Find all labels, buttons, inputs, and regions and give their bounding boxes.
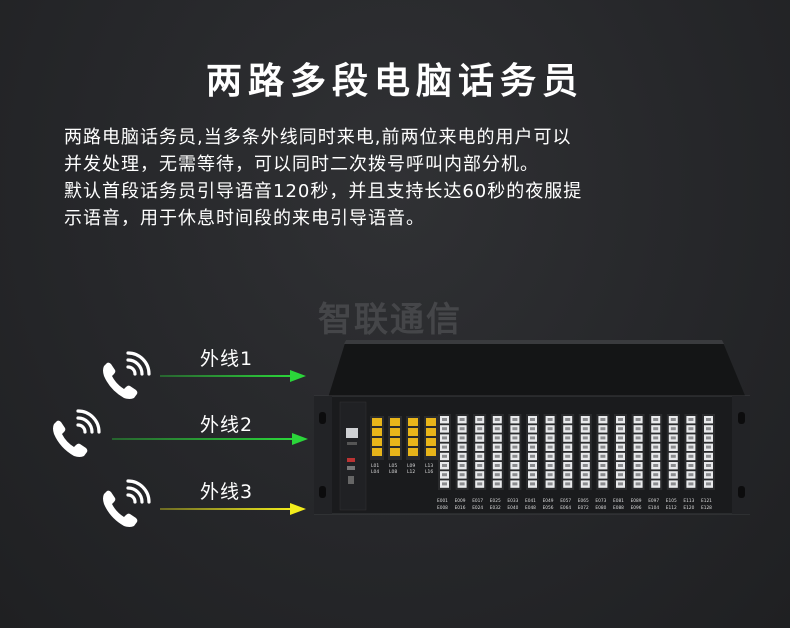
extension-label: E104 bbox=[648, 505, 659, 511]
trunk-port bbox=[426, 428, 436, 436]
trunk-label: L13 bbox=[425, 463, 433, 469]
trunk-port bbox=[372, 438, 382, 446]
arrow-line-1 bbox=[160, 370, 306, 382]
extension-label: E049 bbox=[543, 498, 554, 504]
trunk-port bbox=[390, 448, 400, 456]
arrow-line-3 bbox=[160, 503, 306, 515]
extension-label: E097 bbox=[648, 498, 659, 504]
extension-label: E089 bbox=[631, 498, 642, 504]
trunk-port bbox=[372, 418, 382, 426]
trunk-label: L05 bbox=[389, 463, 397, 469]
line-label-3: 外线3 bbox=[200, 481, 254, 503]
extension-label: E041 bbox=[525, 498, 536, 504]
extension-label: E088 bbox=[613, 505, 624, 511]
trunk-port bbox=[426, 448, 436, 456]
extension-label: E057 bbox=[560, 498, 571, 504]
description-line: 并发处理，无需等待，可以同时二次拨号呼叫内部分机。 bbox=[64, 154, 539, 175]
description: 两路电脑话务员,当多条外线同时来电,前两位来电的用户可以 并发处理，无需等待，可… bbox=[64, 124, 754, 232]
pbx-device: L01L04L05L08L09L12L13L16E001E008E009E016… bbox=[314, 340, 750, 515]
extension-label: E064 bbox=[560, 505, 571, 511]
extension-label: E113 bbox=[683, 498, 694, 504]
extension-label: E024 bbox=[472, 505, 483, 511]
extension-label: E105 bbox=[666, 498, 677, 504]
trunk-port bbox=[390, 428, 400, 436]
trunk-label: L04 bbox=[371, 469, 379, 475]
extension-label: E096 bbox=[631, 505, 642, 511]
watermark: 智联通信 bbox=[318, 300, 462, 340]
trunk-port bbox=[408, 418, 418, 426]
trunk-label: L12 bbox=[407, 469, 415, 475]
page-title: 两路多段电脑话务员 bbox=[205, 61, 584, 102]
description-line: 两路电脑话务员,当多条外线同时来电,前两位来电的用户可以 bbox=[64, 127, 572, 148]
phone-call-icon bbox=[53, 409, 101, 457]
line-label-1: 外线1 bbox=[200, 348, 254, 370]
extension-label: E017 bbox=[472, 498, 483, 504]
extension-label: E072 bbox=[578, 505, 589, 511]
phone-call-icon bbox=[103, 479, 151, 527]
trunk-label: L09 bbox=[407, 463, 415, 469]
extension-label: E033 bbox=[507, 498, 518, 504]
extension-label: E032 bbox=[490, 505, 501, 511]
trunk-port bbox=[372, 428, 382, 436]
trunk-port bbox=[372, 448, 382, 456]
extension-label: E048 bbox=[525, 505, 536, 511]
extension-label: E121 bbox=[701, 498, 712, 504]
description-line: 默认首段话务员引导语音120秒，并且支持长达60秒的夜服提 bbox=[64, 181, 583, 202]
trunk-port bbox=[426, 438, 436, 446]
extension-label: E128 bbox=[701, 505, 712, 511]
extension-label: E112 bbox=[666, 505, 677, 511]
trunk-port bbox=[408, 438, 418, 446]
extension-label: E025 bbox=[490, 498, 501, 504]
trunk-port bbox=[408, 428, 418, 436]
trunk-port bbox=[390, 418, 400, 426]
extension-label: E040 bbox=[507, 505, 518, 511]
extension-label: E080 bbox=[595, 505, 606, 511]
extension-label: E001 bbox=[437, 498, 448, 504]
extension-label: E073 bbox=[595, 498, 606, 504]
extension-label: E009 bbox=[455, 498, 466, 504]
extension-label: E016 bbox=[455, 505, 466, 511]
line-label-2: 外线2 bbox=[200, 414, 254, 436]
trunk-label: L08 bbox=[389, 469, 397, 475]
trunk-label: L16 bbox=[425, 469, 433, 475]
extension-label: E065 bbox=[578, 498, 589, 504]
phone-call-icon bbox=[103, 351, 151, 399]
trunk-port bbox=[390, 438, 400, 446]
trunk-port bbox=[408, 448, 418, 456]
extension-label: E120 bbox=[683, 505, 694, 511]
extension-label: E056 bbox=[543, 505, 554, 511]
extension-label: E081 bbox=[613, 498, 624, 504]
description-line: 示语音，用于休息时间段的来电引导语音。 bbox=[64, 208, 425, 229]
trunk-port bbox=[426, 418, 436, 426]
arrow-line-2 bbox=[112, 433, 308, 445]
extension-label: E008 bbox=[437, 505, 448, 511]
trunk-label: L01 bbox=[371, 463, 379, 469]
